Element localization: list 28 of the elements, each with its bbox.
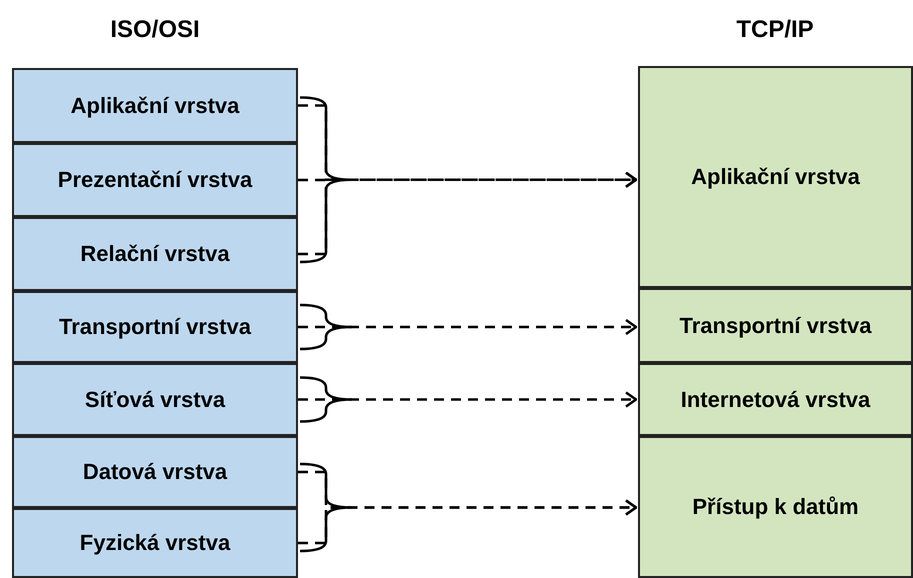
layer-name: Fyzická vrstva — [80, 529, 230, 557]
column-heading: TCP/IP — [736, 15, 814, 45]
layer-box — [12, 436, 298, 508]
layer-box — [638, 363, 913, 436]
layer-box — [12, 68, 298, 143]
layer-name: Transportní vrstva — [59, 313, 251, 341]
dashed-arrow — [298, 318, 638, 336]
layer-name: Síťová vrstva — [84, 386, 226, 414]
layer-name: Datová vrstva — [82, 458, 228, 486]
layer-name: Relační vrstva — [80, 240, 230, 268]
layer-name: Prezentační vrstva — [58, 166, 252, 194]
layer-box — [638, 436, 913, 578]
layer-name: Přístup k datům — [692, 493, 859, 521]
dashed-arrow — [298, 499, 638, 544]
layer-name: Internetová vrstva — [680, 386, 870, 414]
dashed-arrow — [298, 391, 638, 408]
layer-name: Aplikační vrstva — [70, 92, 240, 120]
layer-box — [638, 66, 913, 288]
layer-name: Transportní vrstva — [680, 312, 872, 340]
layer-box — [12, 291, 298, 363]
column-heading: ISO/OSI — [110, 15, 200, 45]
layer-box — [12, 508, 298, 578]
layer-name: Aplikační vrstva — [691, 163, 860, 191]
layer-box — [12, 363, 298, 436]
layer-box — [12, 143, 298, 217]
layer-box — [12, 217, 298, 291]
layer-box — [638, 288, 913, 363]
dashed-arrow — [298, 172, 638, 256]
